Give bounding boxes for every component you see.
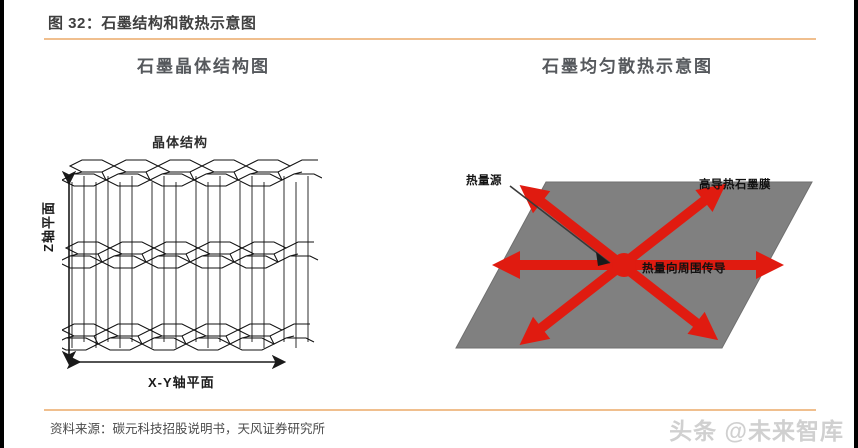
left-panel-heading: 石墨晶体结构图 [137,57,270,76]
heat-source-leader [509,185,611,266]
arrow-left [492,251,619,279]
figure-title: 图 32：石墨结构和散热示意图 [48,15,257,32]
arrow-lower-right [618,261,719,341]
arrow-lower-left [519,262,623,346]
arrow-upper-left [519,184,623,268]
crystal-structure-label: 晶体结构 [152,135,209,150]
interlayer-bonds [71,176,309,348]
watermark: 头条 @未来智库 [669,418,844,444]
xy-axis-label: X-Y轴平面 [148,375,215,390]
lattice-layer-bottom [62,323,315,351]
graphite-crystal-panel: 晶体结构 Z轴平面 X-Y轴平面 [41,100,424,400]
source-note: 资料来源：碳元科技招股说明书，天风证券研究所 [50,422,326,436]
heat-source-dot [612,253,636,277]
right-panel-heading: 石墨均匀散热示意图 [542,57,713,76]
title-divider [44,38,816,40]
graphite-film-label: 高导热石墨膜 [699,179,771,191]
graphite-lattice-diagram [62,159,322,351]
heat-source-label: 热量源 [466,175,502,187]
lattice-layer-top [62,159,322,187]
lattice-layer-middle [62,241,319,269]
figure-page: 图 32：石墨结构和散热示意图 石墨晶体结构图 石墨均匀散热示意图 晶体结构 Z… [4,0,854,448]
heat-flow-arrows [492,183,784,346]
arrow-upper-right [618,183,727,269]
footer-divider [44,409,816,411]
heat-spreading-panel: 热量源 高导热石墨膜 热量向周围传导 [444,100,824,400]
heat-spreading-diagram [455,181,813,349]
arrow-right [622,251,784,279]
heat-spread-label: 热量向周围传导 [642,263,726,275]
